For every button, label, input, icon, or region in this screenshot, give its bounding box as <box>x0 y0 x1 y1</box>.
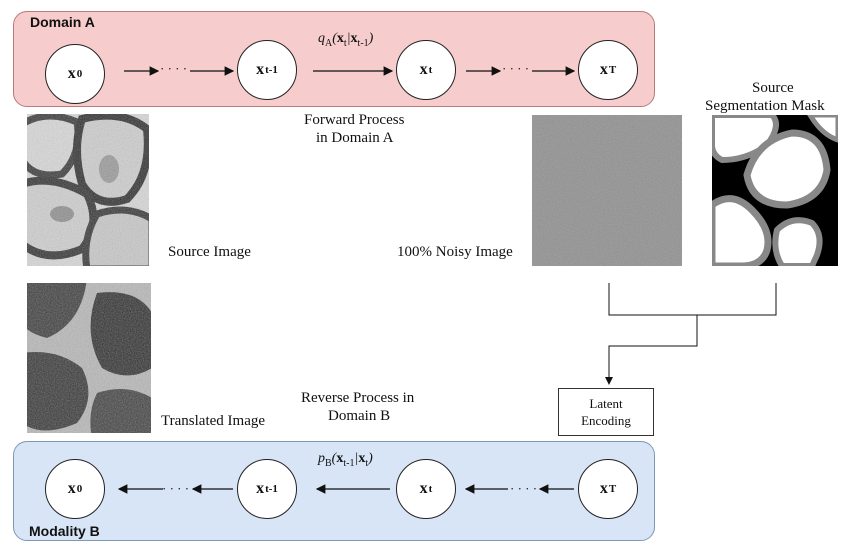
forward-process-line2: in Domain A <box>316 130 394 146</box>
latent-encoding-box[interactable]: Latent Encoding <box>558 388 654 436</box>
dots-b-right: · · · · <box>510 481 538 496</box>
dots-a-right: · · · · <box>502 61 530 76</box>
latent-encoding-line1: Latent <box>589 396 623 411</box>
reverse-process-line2: Domain B <box>328 408 391 424</box>
mask-label-line2: Segmentation Mask <box>705 98 825 114</box>
dots-a-left: · · · · <box>160 61 188 76</box>
translated-image <box>27 283 151 433</box>
forward-equation: qA(xt|xt-1) <box>318 31 374 49</box>
mask-label-line1: Source <box>752 80 794 96</box>
domain-a-label: Domain A <box>30 14 95 30</box>
modality-b-label: Modality B <box>29 523 100 539</box>
reverse-equation: pB(xt-1|xt) <box>318 451 373 469</box>
merge-line <box>608 283 777 316</box>
source-image <box>27 114 149 266</box>
dots-b-left: · · · · <box>162 481 190 496</box>
translated-image-label: Translated Image <box>161 413 266 429</box>
noisy-image <box>532 115 682 266</box>
forward-process-line1: Forward Process <box>304 112 405 128</box>
source-image-label: Source Image <box>168 244 251 260</box>
noisy-image-label: 100% Noisy Image <box>397 244 513 260</box>
latent-encoding-line2: Encoding <box>581 413 631 428</box>
domain-a-panel <box>13 11 655 107</box>
reverse-process-line1: Reverse Process in <box>301 390 415 406</box>
segmentation-mask <box>712 115 838 266</box>
arrow-to-latent <box>605 315 698 385</box>
